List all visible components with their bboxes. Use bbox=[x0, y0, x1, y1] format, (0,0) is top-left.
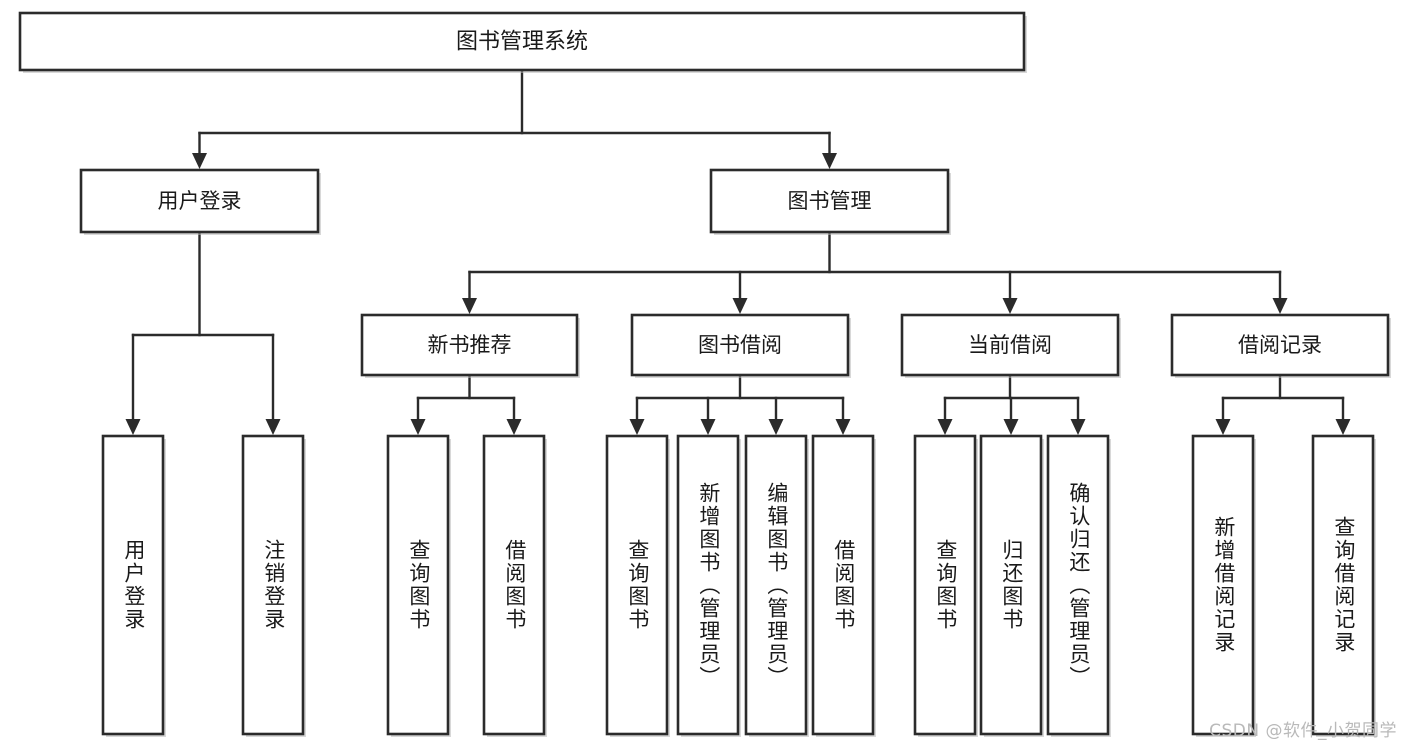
node-l_add_record[interactable] bbox=[1191, 434, 1256, 737]
node-root[interactable]: 图书管理系统 bbox=[18, 11, 1027, 73]
edge-group-n_current_borrow bbox=[937, 373, 1086, 435]
edge-group-root bbox=[192, 68, 837, 169]
edge-group-n_new_book_rec bbox=[410, 373, 522, 435]
node-n_borrow_record[interactable]: 借阅记录 bbox=[1170, 313, 1391, 378]
node-label: 图书借阅 bbox=[698, 333, 782, 357]
edges-layer bbox=[125, 68, 1351, 435]
node-label: 当前借阅 bbox=[968, 333, 1052, 357]
edge-group-n_book_mgmt bbox=[462, 230, 1288, 314]
node-label: 用户登录 bbox=[158, 189, 242, 213]
node-l_add_book[interactable] bbox=[676, 434, 741, 737]
edge-group-n_user_login bbox=[125, 230, 281, 435]
node-l_borrow_book_2[interactable] bbox=[811, 434, 876, 737]
node-n_current_borrow[interactable]: 当前借阅 bbox=[900, 313, 1121, 378]
node-label: 图书管理 bbox=[788, 189, 872, 213]
node-l_return_book[interactable] bbox=[979, 434, 1044, 737]
node-l_borrow_book_1[interactable] bbox=[482, 434, 547, 737]
watermark-text: CSDN @软件_小贺同学 bbox=[1209, 721, 1397, 741]
node-n_user_login[interactable]: 用户登录 bbox=[79, 168, 321, 235]
edge-group-n_book_borrow bbox=[629, 373, 851, 435]
node-l_query_book_3[interactable] bbox=[913, 434, 978, 737]
node-n_book_mgmt[interactable]: 图书管理 bbox=[709, 168, 951, 235]
node-l_query_book_2[interactable] bbox=[605, 434, 670, 737]
node-label: 新书推荐 bbox=[428, 333, 512, 357]
node-l_query_book_1[interactable] bbox=[386, 434, 451, 737]
node-l_confirm_return[interactable] bbox=[1046, 434, 1111, 737]
node-l_edit_book[interactable] bbox=[744, 434, 809, 737]
node-l_query_record[interactable] bbox=[1311, 434, 1376, 737]
node-l_logout[interactable] bbox=[241, 434, 306, 737]
edge-group-n_borrow_record bbox=[1215, 373, 1351, 435]
node-n_new_book_rec[interactable]: 新书推荐 bbox=[360, 313, 580, 378]
node-label: 借阅记录 bbox=[1238, 333, 1322, 357]
node-n_book_borrow[interactable]: 图书借阅 bbox=[630, 313, 851, 378]
node-label: 图书管理系统 bbox=[456, 30, 588, 55]
node-l_user_login[interactable] bbox=[101, 434, 166, 737]
